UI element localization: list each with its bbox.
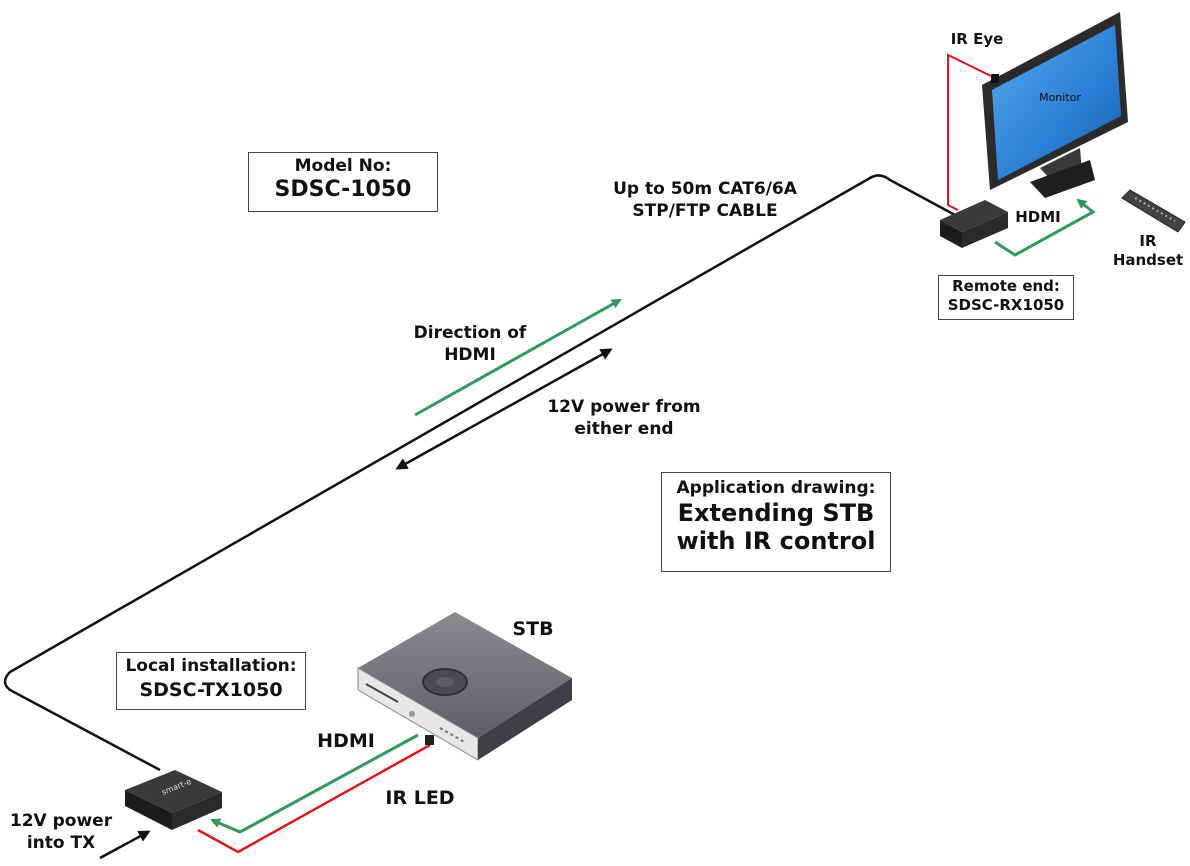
receiver-icon <box>940 200 1008 248</box>
local-installation-model: SDSC-TX1050 <box>139 679 283 701</box>
power-line2: either end <box>574 419 674 439</box>
model-number-value: SDSC-1050 <box>274 177 412 202</box>
power-double-arrow <box>395 348 613 470</box>
model-number-box: Model No: SDSC-1050 <box>248 152 438 212</box>
application-title-line2: with IR control <box>676 527 876 555</box>
application-box: Application drawing: Extending STB with … <box>661 472 891 572</box>
cable-label: Up to 50m CAT6/6A STP/FTP CABLE <box>585 178 825 222</box>
hdmi-direction-label: Direction of HDMI <box>400 322 540 366</box>
power-label: 12V power from either end <box>540 396 708 440</box>
ir-led-label: IR LED <box>385 787 455 809</box>
remote-hdmi-line <box>994 198 1096 257</box>
remote-end-box: Remote end: SDSC-RX1050 <box>938 275 1074 320</box>
application-title-line1: Extending STB <box>677 499 875 527</box>
cable-label-line2: STP/FTP CABLE <box>632 201 778 221</box>
model-number-heading: Model No: <box>294 156 392 176</box>
remote-end-model: SDSC-RX1050 <box>947 296 1065 314</box>
direction-line1: Direction of <box>413 323 527 343</box>
application-heading: Application drawing: <box>676 478 876 498</box>
handset-line2: Handset <box>1112 251 1184 269</box>
monitor-label: Monitor <box>1039 91 1081 104</box>
ir-led-icon <box>425 735 434 745</box>
power-into-tx-arrow <box>99 830 151 860</box>
stb-label: STB <box>512 618 554 640</box>
remote-control-icon <box>1121 189 1186 233</box>
stb-icon <box>357 612 572 761</box>
ir-eye-label: IR Eye <box>950 30 1004 48</box>
ir-handset-label: IR Handset <box>1108 232 1188 270</box>
hdmi-local-label: HDMI <box>317 730 375 752</box>
cable-label-line1: Up to 50m CAT6/6A <box>613 179 797 199</box>
transmitter-icon: smart-e <box>125 770 222 830</box>
remote-ir-wire <box>947 53 996 211</box>
power-tx-line2: into TX <box>26 833 96 853</box>
local-installation-heading: Local installation: <box>125 656 297 676</box>
local-ir-wire <box>197 743 431 854</box>
power-into-tx-label: 12V power into TX <box>6 810 116 854</box>
monitor-icon <box>982 12 1128 198</box>
local-installation-box: Local installation: SDSC-TX1050 <box>116 652 306 710</box>
power-tx-line1: 12V power <box>9 811 113 831</box>
local-hdmi-line <box>210 733 419 834</box>
direction-line2: HDMI <box>444 345 496 365</box>
handset-line1: IR <box>1139 232 1157 250</box>
power-line1: 12V power from <box>547 397 701 417</box>
remote-end-heading: Remote end: <box>952 277 1060 295</box>
hdmi-remote-label: HDMI <box>1015 208 1061 226</box>
